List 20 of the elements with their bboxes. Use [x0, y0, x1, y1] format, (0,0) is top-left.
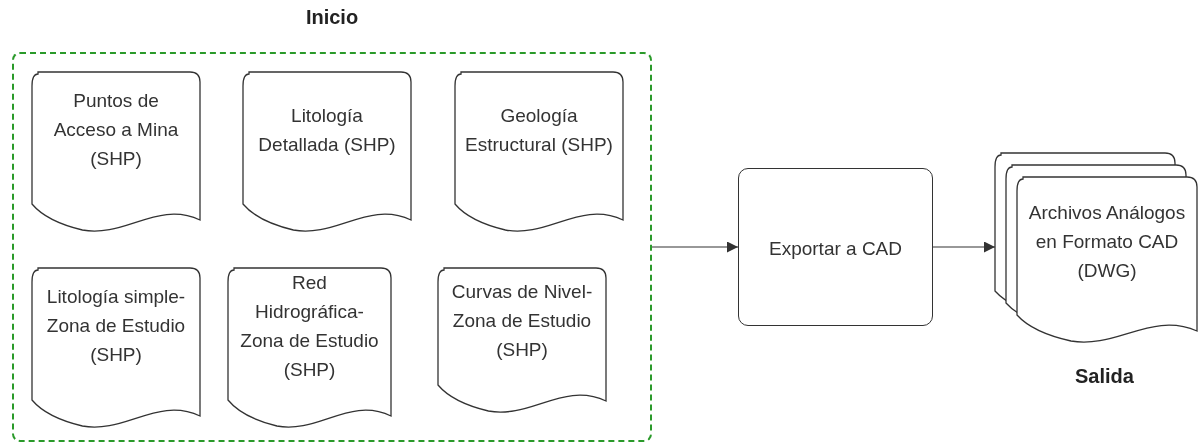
document-shape — [455, 72, 623, 232]
output-label: Salida — [1075, 365, 1134, 388]
group-title: Inicio — [304, 6, 360, 29]
node-text: Puntos de Acceso a Mina (SHP) — [52, 89, 180, 172]
arrow — [932, 241, 996, 253]
multiple-documents-shape — [995, 153, 1197, 343]
node-text: Archivos Análogos en Formato CAD (DWG) — [1027, 201, 1187, 284]
node-text: Exportar a CAD — [768, 236, 902, 261]
document-shape — [243, 72, 411, 232]
node-text: Geología Estructural (SHP) — [464, 103, 614, 157]
document-shape — [32, 268, 200, 428]
process-box — [738, 168, 933, 326]
node-text: Curvas de Nivel- Zona de Estudio (SHP) — [450, 279, 594, 362]
node-text: Red Hidrográfica- Zona de Estudio (SHP) — [239, 270, 380, 382]
document-shape — [228, 268, 391, 428]
node-text: Litología simple- Zona de Estudio (SHP) — [45, 285, 187, 368]
node-text: Litología Detallada (SHP) — [257, 103, 397, 157]
arrow — [651, 241, 739, 253]
document-shape — [438, 268, 606, 413]
document-shape — [32, 72, 200, 232]
